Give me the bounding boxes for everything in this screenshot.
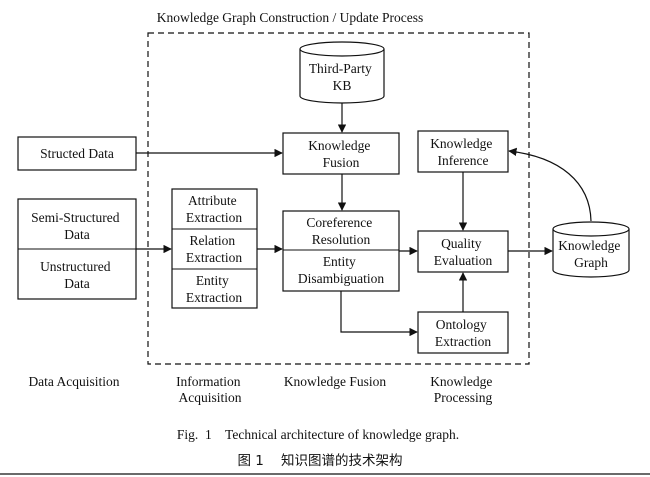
knowledge-graph-database: Knowledge Graph: [552, 221, 630, 278]
arrow-coreference-to-ontology: [340, 291, 418, 337]
stage-label-data-acquisition: Data Acquisition: [28, 374, 119, 389]
knowledge-fusion-box: [282, 132, 400, 175]
quality-evaluation-label: Quality Evaluation: [434, 236, 493, 268]
stage-label-information-acquisition: Information Acquisition: [176, 374, 244, 405]
knowledge-graph-label: Knowledge Graph: [558, 238, 624, 270]
coreference-resolution-label: Coreference Resolution: [306, 215, 375, 247]
flow-arrows: [136, 103, 592, 337]
stage-label-knowledge-processing: Knowledge Processing: [430, 374, 496, 405]
region-title: Knowledge Graph Construction / Update Pr…: [157, 10, 424, 25]
stage-label-knowledge-fusion: Knowledge Fusion: [284, 374, 387, 389]
entity-disambiguation-label: Entity Disambiguation: [298, 254, 384, 286]
third-party-kb-database: Third-Party KB: [299, 41, 385, 104]
entity-extraction-label: Entity Extraction: [186, 273, 242, 305]
information-extraction-box: [171, 188, 258, 309]
ontology-extraction-label: Ontology Extraction: [435, 317, 491, 349]
knowledge-inference-box: [417, 130, 509, 173]
knowledge-inference-label: Knowledge Inference: [430, 136, 496, 168]
semi-structured-data-label: Semi-Structured Data: [31, 210, 123, 242]
unstructured-data-label: Unstructured Data: [40, 259, 114, 291]
process-region-border: [147, 32, 530, 365]
structured-data-label: Structed Data: [40, 146, 114, 161]
caption-chinese: 图 1 知识图谱的技术架构: [237, 452, 402, 469]
quality-evaluation-box: [417, 230, 509, 273]
caption-english: Fig. 1 Technical architecture of knowled…: [177, 427, 459, 442]
relation-extraction-label: Relation Extraction: [186, 233, 242, 265]
knowledge-fusion-label: Knowledge Fusion: [308, 138, 374, 170]
third-party-kb-label: Third-Party KB: [309, 61, 375, 93]
structured-data-box: [17, 136, 137, 171]
coreference-disambiguation-box: [282, 210, 400, 292]
ontology-extraction-box: [417, 311, 509, 354]
arrow-graph-to-inference: [508, 147, 592, 222]
attribute-extraction-label: Attribute Extraction: [186, 193, 242, 225]
